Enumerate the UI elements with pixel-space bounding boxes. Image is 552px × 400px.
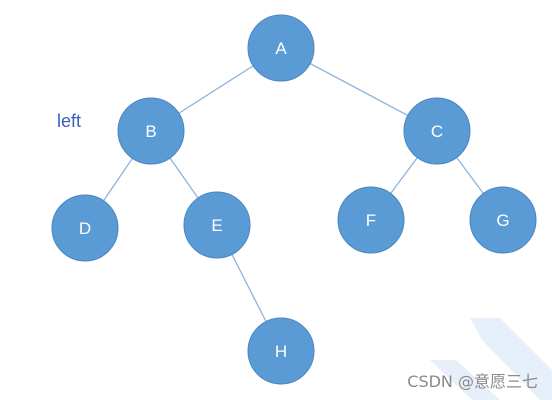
node-label-g: G <box>496 211 509 230</box>
node-circle-d <box>51 194 119 262</box>
node-circle-e <box>183 191 251 259</box>
node-circle-c <box>403 97 471 165</box>
node-b: B <box>117 97 185 165</box>
node-label-a: A <box>275 39 287 58</box>
node-label-f: F <box>366 211 376 230</box>
node-circle-a <box>247 14 315 82</box>
node-h: H <box>247 317 315 385</box>
node-circle-b <box>117 97 185 165</box>
node-circle-f <box>337 186 405 254</box>
node-label-h: H <box>275 342 287 361</box>
node-f: F <box>337 186 405 254</box>
node-circle-h <box>247 317 315 385</box>
watermark-text: CSDN @意愿三七 <box>407 372 538 391</box>
node-a: A <box>247 14 315 82</box>
watermark-mark <box>430 318 552 400</box>
tree-nodes: A B C D E F G H <box>51 14 537 385</box>
node-label-c: C <box>431 122 443 141</box>
node-label-e: E <box>211 216 222 235</box>
node-d: D <box>51 194 119 262</box>
node-e: E <box>183 191 251 259</box>
node-c: C <box>403 97 471 165</box>
node-circle-g <box>469 186 537 254</box>
node-label-b: B <box>145 122 156 141</box>
node-g: G <box>469 186 537 254</box>
tree-edges <box>84 47 504 352</box>
left-annotation: left <box>57 111 82 131</box>
node-label-d: D <box>79 219 91 238</box>
